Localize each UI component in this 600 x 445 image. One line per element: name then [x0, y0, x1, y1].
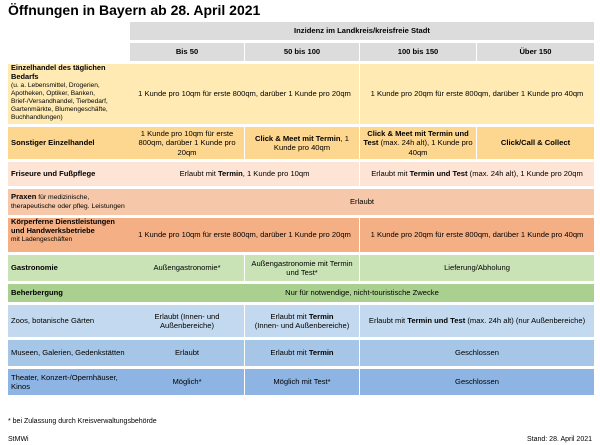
column-header-50-100: 50 bis 100 — [244, 43, 359, 61]
zoos-cell-2-post: (Innen- und Außenbereiche) — [254, 321, 350, 330]
row-label-zoos: Zoos, botanische Gärten — [8, 305, 130, 337]
sonstiger-cell-1: 1 Kunde pro 10qm für erste 800qm, darübe… — [130, 127, 244, 159]
row-label-beherbergung: Beherbergung — [8, 284, 130, 302]
friseure-high-bold: Termin und Test — [409, 169, 468, 179]
sonstiger-cell-3-rest: (max. 24h alt), 1 Kunde pro 40qm — [378, 138, 473, 157]
sonstiger-cell-3-bold: Click & Meet mit Termin und Test — [363, 129, 469, 148]
row-label-text: Praxen — [11, 192, 37, 202]
friseure-low-bold: Termin — [217, 169, 243, 179]
museen-cell-2-pre: Erlaubt mit — [270, 348, 309, 358]
row-label-friseure: Friseure und Fußpflege — [8, 162, 130, 186]
column-header-ueber-150: Über 150 — [476, 43, 594, 61]
column-header-bis-50: Bis 50 — [130, 43, 244, 61]
page-title: Öffnungen in Bayern ab 28. April 2021 — [8, 2, 261, 18]
empty-header-cell — [8, 22, 130, 40]
koerpernah-high-cell: 1 Kunde pro 20qm für erste 800qm, darübe… — [359, 218, 594, 252]
source-label: StMWi — [8, 436, 29, 443]
museen-cell-1: Erlaubt — [130, 340, 244, 366]
museen-cell-2: Erlaubt mit Termin — [244, 340, 359, 366]
gastronomie-high-cell: Lieferung/Abholung — [359, 255, 594, 281]
row-label-sonstiger: Sonstiger Einzelhandel — [8, 127, 130, 159]
friseure-high-post: (max. 24h alt), 1 Kunde pro 20qm — [467, 169, 583, 179]
zoos-high-cell: Erlaubt mit Termin und Test (max. 24h al… — [359, 305, 594, 337]
row-label-koerpernah: Körperferne Dienstleistungen und Handwer… — [8, 218, 130, 252]
row-label-subtext: mit Ladengeschäften — [11, 235, 73, 243]
row-label-gastronomie: Gastronomie — [8, 255, 130, 281]
row-label-praxen: Praxen für medizinische, therapeutische … — [8, 189, 130, 215]
row-label-text: Einzelhandel des täglichen Bedarfs — [11, 64, 106, 81]
zoos-cell-2: Erlaubt mit Termin(Innen- und Außenberei… — [244, 305, 359, 337]
zoos-high-post: (max. 24h alt) (nur Außenbereiche) — [465, 316, 586, 326]
praxen-all-cell: Erlaubt — [130, 189, 594, 215]
regulation-table: Inzidenz im Landkreis/kreisfreie Stadt B… — [8, 22, 594, 395]
footnote: * bei Zulassung durch Kreisverwaltungsbe… — [8, 418, 157, 425]
gastronomie-cell-2: Außengastronomie mit Termin und Test* — [244, 255, 359, 281]
theater-cell-1: Möglich* — [130, 369, 244, 395]
row-label-text: Körperferne Dienstleistungen und Handwer… — [11, 218, 115, 235]
empty-header-cell — [8, 43, 130, 61]
zoos-cell-2-pre: Erlaubt mit — [270, 311, 309, 321]
row-label-theater: Theater, Konzert-/Opernhäuser, Kinos — [8, 369, 130, 395]
koerpernah-low-cell: 1 Kunde pro 10qm für erste 800qm, darübe… — [130, 218, 359, 252]
sonstiger-cell-2-rest: , 1 Kunde pro 40qm — [273, 133, 349, 152]
einzelhandel-low-cell: 1 Kunde pro 10qm für erste 800qm, darübe… — [130, 64, 359, 124]
row-label-museen: Museen, Galerien, Gedenkstätten — [8, 340, 130, 366]
row-label-einzelhandel: Einzelhandel des täglichen Bedarfs (u. a… — [8, 64, 130, 124]
date-label: Stand: 28. April 2021 — [527, 436, 592, 443]
sonstiger-cell-4: Click/Call & Collect — [476, 127, 594, 159]
row-label-subtext: für medizinische, therapeutische oder pf… — [11, 194, 125, 210]
friseure-low-post: , 1 Kunde pro 10qm — [242, 169, 310, 179]
zoos-high-bold: Termin und Test — [407, 316, 466, 326]
theater-high-cell: Geschlossen — [359, 369, 594, 395]
friseure-low-cell: Erlaubt mit Termin, 1 Kunde pro 10qm — [130, 162, 359, 186]
friseure-high-cell: Erlaubt mit Termin und Test (max. 24h al… — [359, 162, 594, 186]
zoos-cell-1: Erlaubt (Innen- und Außenbereiche) — [130, 305, 244, 337]
zoos-high-pre: Erlaubt mit — [368, 316, 408, 326]
beherbergung-all-cell: Nur für notwendige, nicht-touristische Z… — [130, 284, 594, 302]
row-label-subtext: (u. a. Lebensmittel, Drogerien, Apotheke… — [11, 81, 108, 121]
friseure-low-pre: Erlaubt mit — [179, 169, 218, 179]
einzelhandel-high-cell: 1 Kunde pro 20qm für erste 800qm, darübe… — [359, 64, 594, 124]
sonstiger-cell-3: Click & Meet mit Termin und Test (max. 2… — [359, 127, 476, 159]
museen-high-cell: Geschlossen — [359, 340, 594, 366]
museen-cell-2-bold: Termin — [308, 348, 334, 358]
gastronomie-cell-1: Außengastronomie* — [130, 255, 244, 281]
theater-cell-2: Möglich mit Test* — [244, 369, 359, 395]
sonstiger-cell-2: Click & Meet mit Termin, 1 Kunde pro 40q… — [244, 127, 359, 159]
zoos-cell-2-bold: Termin — [308, 311, 334, 321]
sonstiger-cell-2-bold: Click & Meet mit Termin — [255, 133, 341, 143]
incidence-header: Inzidenz im Landkreis/kreisfreie Stadt — [130, 22, 594, 40]
column-header-100-150: 100 bis 150 — [359, 43, 476, 61]
friseure-high-pre: Erlaubt mit — [371, 169, 410, 179]
